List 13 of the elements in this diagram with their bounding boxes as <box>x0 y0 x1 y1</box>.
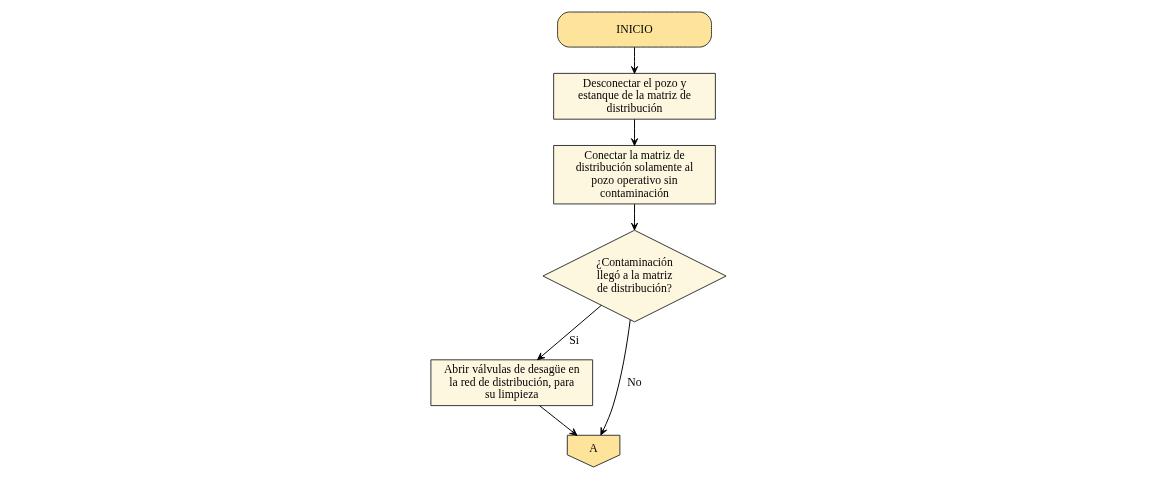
node-box: INICIO <box>556 11 712 48</box>
arrow <box>538 405 577 436</box>
arrow <box>599 319 631 436</box>
arrow <box>630 118 638 146</box>
edge-label: Si <box>568 333 579 347</box>
arrow <box>630 203 638 231</box>
arrow <box>630 46 638 74</box>
edge-label: No <box>626 375 642 389</box>
node-box: Abrir válvulas de desagüe en la red de distribución, para su limpieza <box>429 359 593 407</box>
arrow <box>536 304 602 361</box>
node-box: Desconectar el pozo y estanque de la matriz de distribución <box>552 72 716 120</box>
node-diamond: ¿Contaminación llegó a la matriz de distribución? <box>541 229 727 323</box>
node-box: Conectar la matriz de distribución solamente al pozo operativo sin contaminación <box>552 145 716 205</box>
